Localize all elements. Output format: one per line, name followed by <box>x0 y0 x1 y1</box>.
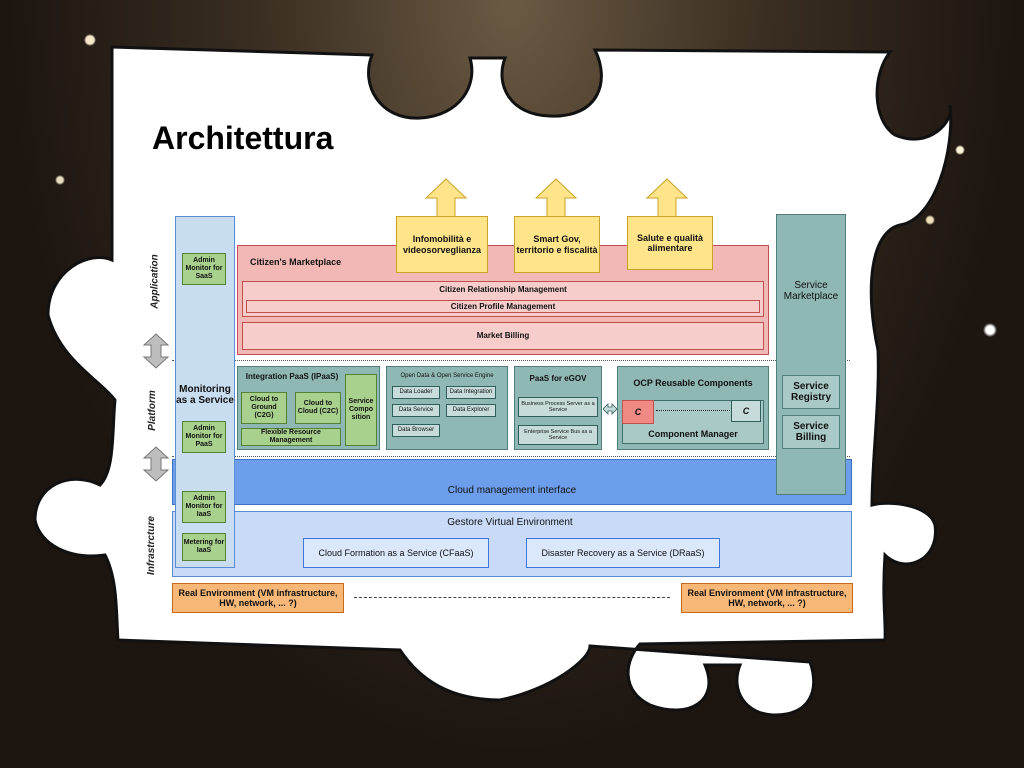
cloud-to-cloud: Cloud to Cloud (C2C) <box>295 392 341 424</box>
bidirectional-arrow-icon <box>603 403 617 415</box>
business-process-server: Business Process Server as a Service <box>518 397 598 417</box>
monitoring-as-a-service: Monitoring as a Service <box>176 383 234 407</box>
infrastructure-panel <box>172 511 852 577</box>
component-link <box>656 410 730 411</box>
data-service: Data Service <box>392 404 440 417</box>
layer-separator <box>172 360 850 361</box>
up-arrow-icon <box>424 178 468 218</box>
service-composition: Service Compo sition <box>345 374 377 446</box>
output-infomobilita: Infomobilità e videosorveglianza <box>396 216 488 273</box>
cloud-management-interface: Cloud management interface <box>172 459 852 505</box>
crm-label: Citizen Relationship Management <box>439 285 567 295</box>
real-environment-right: Real Environment (VM infrastructure, HW,… <box>681 583 853 613</box>
data-browser: Data Browser <box>392 424 440 437</box>
ocp-title: OCP Reusable Components <box>633 377 753 388</box>
service-registry: Service Registry <box>782 375 840 409</box>
market-billing: Market Billing <box>242 322 764 350</box>
citizens-marketplace-title: Citizen's Marketplace <box>250 256 342 267</box>
egov-title: PaaS for eGOV <box>529 374 587 384</box>
cfaas-box: Cloud Formation as a Service (CFaaS) <box>303 538 489 568</box>
admin-monitor-saas: Admin Monitor for SaaS <box>182 253 226 285</box>
component-c-red: C <box>622 400 654 424</box>
enterprise-service-bus: Enterprise Service Bus as a Service <box>518 425 598 445</box>
up-arrow-icon <box>534 178 578 218</box>
integration-paas-title: Integration PaaS (IPaaS) <box>245 372 339 382</box>
flexible-resource-management: Flexible Resource Management <box>241 428 341 446</box>
service-marketplace-title: Service Marketplace <box>783 279 839 303</box>
layer-label-application: Application <box>149 254 161 309</box>
component-c-teal: C <box>731 400 761 422</box>
updown-arrow-icon <box>142 333 170 369</box>
citizen-profile-management: Citizen Profile Management <box>246 300 760 313</box>
output-smart-gov: Smart Gov, territorio e fiscalità <box>514 216 600 273</box>
data-loader: Data Loader <box>392 386 440 399</box>
layer-separator <box>172 456 850 457</box>
gestore-title: Gestore Virtual Environment <box>447 517 573 529</box>
admin-monitor-iaas: Admin Monitor for IaaS <box>182 491 226 523</box>
service-marketplace-column <box>776 214 846 495</box>
cloud-to-ground: Cloud to Ground (C2G) <box>241 392 287 424</box>
admin-monitor-paas: Admin Monitor for PaaS <box>182 421 226 453</box>
page-title: Architettura <box>152 120 334 156</box>
data-explorer: Data Explorer <box>446 404 496 417</box>
service-billing: Service Billing <box>782 415 840 449</box>
output-salute: Salute e qualità alimentare <box>627 216 713 270</box>
layer-label-infrastructure: Infrastrcture <box>145 516 157 575</box>
real-environment-link <box>354 597 670 598</box>
opendata-title: Open Data & Open Service Engine <box>400 372 494 379</box>
component-manager-label: Component Manager <box>648 428 738 439</box>
real-environment-left: Real Environment (VM infrastructure, HW,… <box>172 583 344 613</box>
metering-iaas: Metering for IaaS <box>182 533 226 561</box>
draas-box: Disaster Recovery as a Service (DRaaS) <box>526 538 720 568</box>
up-arrow-icon <box>645 178 689 218</box>
data-integration: Data Integration <box>446 386 496 399</box>
updown-arrow-icon <box>142 446 170 482</box>
layer-label-platform: Platform <box>146 390 158 431</box>
